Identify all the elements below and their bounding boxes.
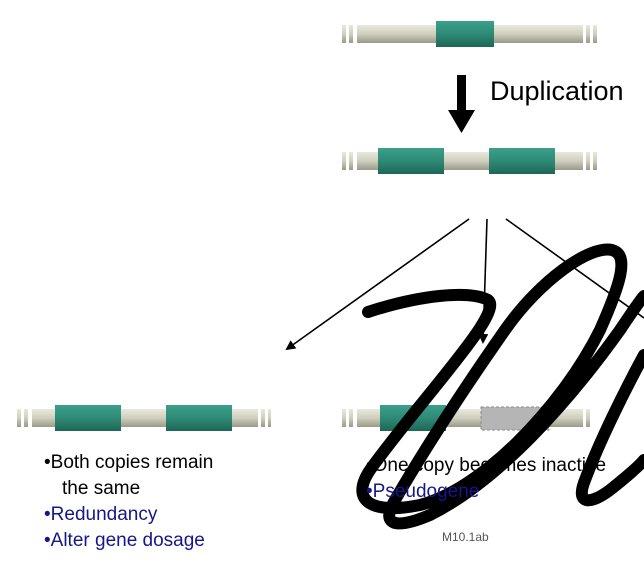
duplication-arrow xyxy=(448,75,475,133)
redundancy-point: •Redundancy xyxy=(44,504,158,525)
outcome-left-line2: the same xyxy=(62,478,141,499)
outcome-middle-text: •One copy becomes inactive •Pseudogene xyxy=(366,453,606,505)
gene-copy-1 xyxy=(378,148,444,174)
duplicated-chromosome xyxy=(342,148,597,174)
gene-copy-1 xyxy=(55,405,121,431)
slide-reference: M10.1ab xyxy=(442,530,489,544)
scribble-mark xyxy=(356,243,644,530)
outcome-left-line1: •Both copies remain xyxy=(44,452,214,473)
gene-copy-2 xyxy=(166,405,232,431)
redundant-chromosome xyxy=(17,405,271,431)
duplication-label: Duplication xyxy=(490,76,624,106)
original-chromosome xyxy=(342,21,597,47)
gene-dosage-point: •Alter gene dosage xyxy=(44,530,205,551)
pseudogene-point: •Pseudogene xyxy=(366,481,480,502)
gene-copy-2 xyxy=(489,148,555,174)
outcome-middle-line1: •One copy becomes inactive xyxy=(366,455,607,476)
branch-arrows xyxy=(285,218,644,351)
gene-segment xyxy=(436,21,494,47)
arrow-left xyxy=(285,218,470,351)
outcome-left-text: •Both copies remain the same •Redundancy… xyxy=(44,450,213,554)
